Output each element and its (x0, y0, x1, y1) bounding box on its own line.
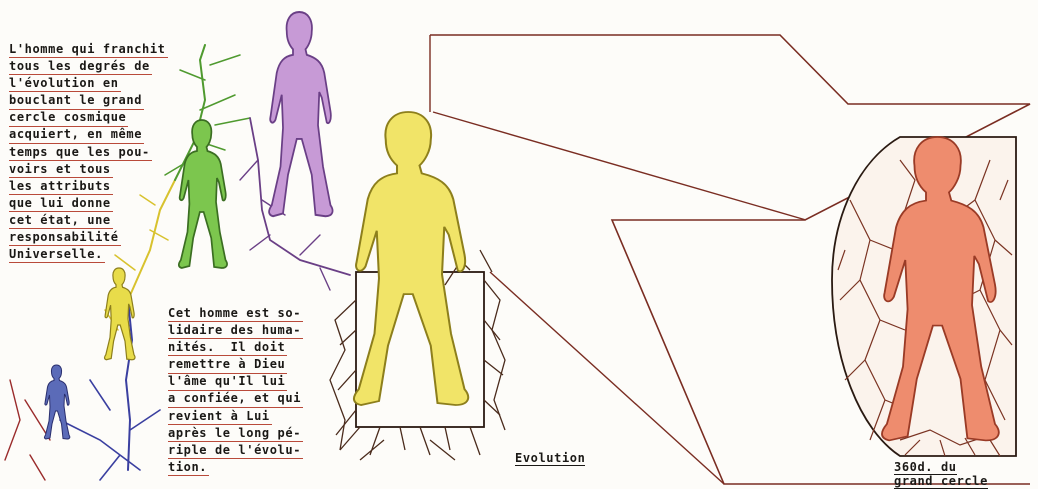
text-line: L'homme qui franchit (9, 42, 168, 58)
evolution-line (433, 112, 806, 220)
text-line: Cet homme est so- (168, 306, 303, 322)
text-line: riple de l'évolu- (168, 443, 303, 459)
text-block-cosmic-circle: L'homme qui franchit tous les degrés de … (9, 42, 168, 264)
text-line: nités. Il doit (168, 340, 287, 356)
caption-line: 360d. du (894, 461, 957, 475)
text-line: cercle cosmique (9, 110, 128, 126)
text-block-solidarity: Cet homme est so- lidaire des huma- nité… (168, 306, 303, 477)
text-line: Universelle. (9, 247, 105, 263)
text-line: remettre à Dieu (168, 357, 287, 373)
text-line: revient à Lui (168, 409, 272, 425)
text-line: après le long pé- (168, 426, 303, 442)
figure-green (179, 120, 227, 268)
caption-line: grand cercle (894, 475, 988, 489)
figure-yellow-small (105, 268, 135, 360)
text-line: responsabilité (9, 230, 121, 246)
text-line: bouclant le grand (9, 93, 144, 109)
text-line: l'âme qu'Il lui (168, 374, 287, 390)
text-line: tous les degrés de (9, 59, 152, 75)
text-line: lidaire des huma- (168, 323, 303, 339)
text-line: acquiert, en même (9, 127, 144, 143)
text-line: que lui donne (9, 196, 113, 212)
evolution-label: Evolution (515, 451, 585, 466)
figure-yellow-large (354, 112, 468, 405)
caption-360-degrees: 360d. du grand cercle (894, 461, 988, 489)
text-line: voirs et tous (9, 162, 113, 178)
figure-violet (269, 12, 332, 216)
text-line: les attributs (9, 179, 113, 195)
text-line: tion. (168, 460, 209, 476)
text-line: cet état, une (9, 213, 113, 229)
text-line: a confiée, et qui (168, 391, 303, 407)
figure-blue (44, 365, 69, 439)
text-line: temps que les pou- (9, 145, 152, 161)
text-line: l'évolution en (9, 76, 121, 92)
